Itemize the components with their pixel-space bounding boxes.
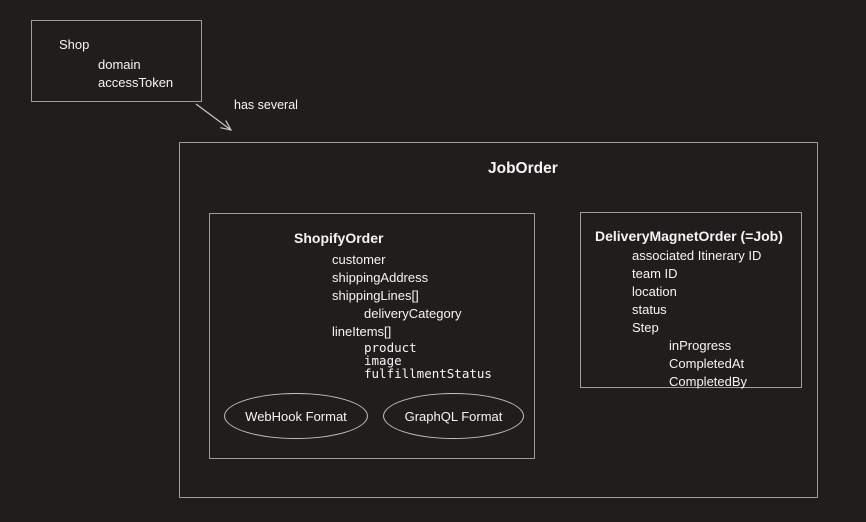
delivery-magnet-order-title: DeliveryMagnetOrder (=Job): [595, 228, 783, 244]
shop-entity-box[interactable]: Shop domain accessToken: [31, 20, 202, 102]
graphql-format-ellipse[interactable]: GraphQL Format: [383, 393, 524, 439]
job-order-box[interactable]: JobOrder ShopifyOrder customer shippingA…: [179, 142, 818, 498]
dmo-field-associated-itinerary-id: associated Itinerary ID: [632, 248, 762, 263]
dmo-field-in-progress: inProgress: [669, 338, 732, 353]
graphql-format-label: GraphQL Format: [404, 408, 503, 424]
shop-field-access-token: accessToken: [98, 75, 174, 90]
dmo-field-status: status: [632, 302, 667, 317]
dmo-field-location: location: [632, 284, 677, 299]
shopify-field-fulfillment-status: fulfillmentStatus: [364, 366, 492, 381]
relation-label: has several: [234, 98, 298, 112]
shopify-order-title: ShopifyOrder: [294, 230, 384, 246]
webhook-format-ellipse[interactable]: WebHook Format: [224, 393, 368, 439]
dmo-field-completed-by: CompletedBy: [669, 374, 748, 389]
shopify-field-line-items: lineItems[]: [332, 324, 392, 339]
shopify-field-customer: customer: [332, 252, 386, 267]
dmo-field-completed-at: CompletedAt: [669, 356, 745, 371]
shopify-field-delivery-category: deliveryCategory: [364, 306, 462, 321]
job-order-title: JobOrder: [488, 160, 558, 177]
shopify-order-box[interactable]: ShopifyOrder customer shippingAddress sh…: [209, 213, 535, 459]
webhook-format-label: WebHook Format: [245, 408, 347, 424]
shopify-field-product: product: [364, 340, 417, 355]
shopify-field-shipping-address: shippingAddress: [332, 270, 429, 285]
shopify-field-shipping-lines: shippingLines[]: [332, 288, 419, 303]
shopify-field-image: image: [364, 353, 402, 368]
delivery-magnet-order-box[interactable]: DeliveryMagnetOrder (=Job) associated It…: [580, 212, 802, 389]
dmo-field-team-id: team ID: [632, 266, 678, 281]
shop-title: Shop: [59, 37, 90, 52]
dmo-field-step: Step: [632, 320, 659, 335]
shop-field-domain: domain: [98, 57, 141, 72]
